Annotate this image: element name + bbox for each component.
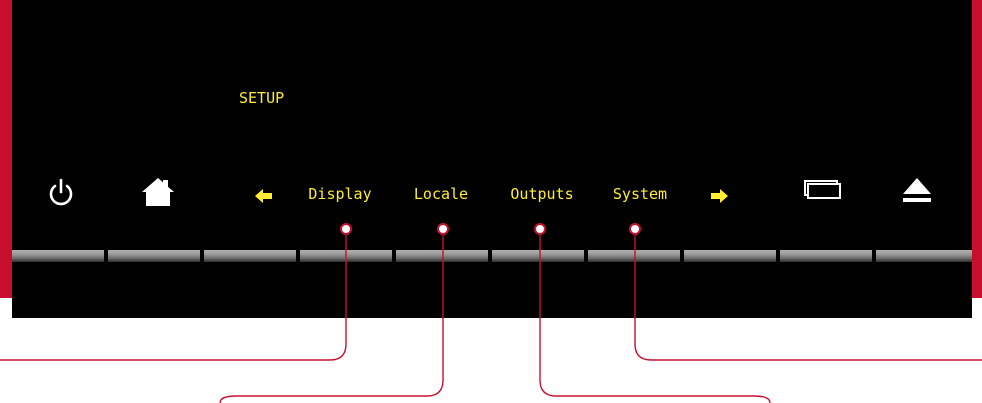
callout-dot-outputs (534, 223, 546, 235)
softkey-bar-10[interactable] (876, 250, 972, 262)
screen-title: SETUP (239, 89, 285, 107)
menu-item-outputs[interactable]: Outputs (510, 185, 574, 203)
menu-item-display[interactable]: Display (308, 185, 372, 203)
device-frame-left (0, 0, 12, 298)
softkey-bar-3[interactable] (204, 250, 296, 262)
menu-item-system[interactable]: System (612, 185, 668, 203)
power-icon[interactable] (48, 177, 74, 207)
softkey-bar-1[interactable] (12, 250, 104, 262)
softkey-bar-6[interactable] (492, 250, 584, 262)
callout-dot-system (629, 223, 641, 235)
softkey-bar-5[interactable] (396, 250, 488, 262)
home-icon[interactable] (140, 176, 176, 208)
softkey-bar-9[interactable] (780, 250, 872, 262)
menu-item-locale[interactable]: Locale (413, 185, 469, 203)
softkey-bar-2[interactable] (108, 250, 200, 262)
screen-toggle-icon[interactable] (804, 180, 842, 200)
display-panel (12, 0, 972, 318)
callout-dot-locale (437, 223, 449, 235)
softkey-bar-8[interactable] (684, 250, 776, 262)
softkey-bar-7[interactable] (588, 250, 680, 262)
device-frame-right (972, 0, 982, 298)
right-arrow-icon[interactable] (710, 188, 728, 203)
eject-icon[interactable] (902, 177, 932, 203)
left-arrow-icon[interactable] (255, 188, 273, 203)
callout-dot-display (340, 223, 352, 235)
